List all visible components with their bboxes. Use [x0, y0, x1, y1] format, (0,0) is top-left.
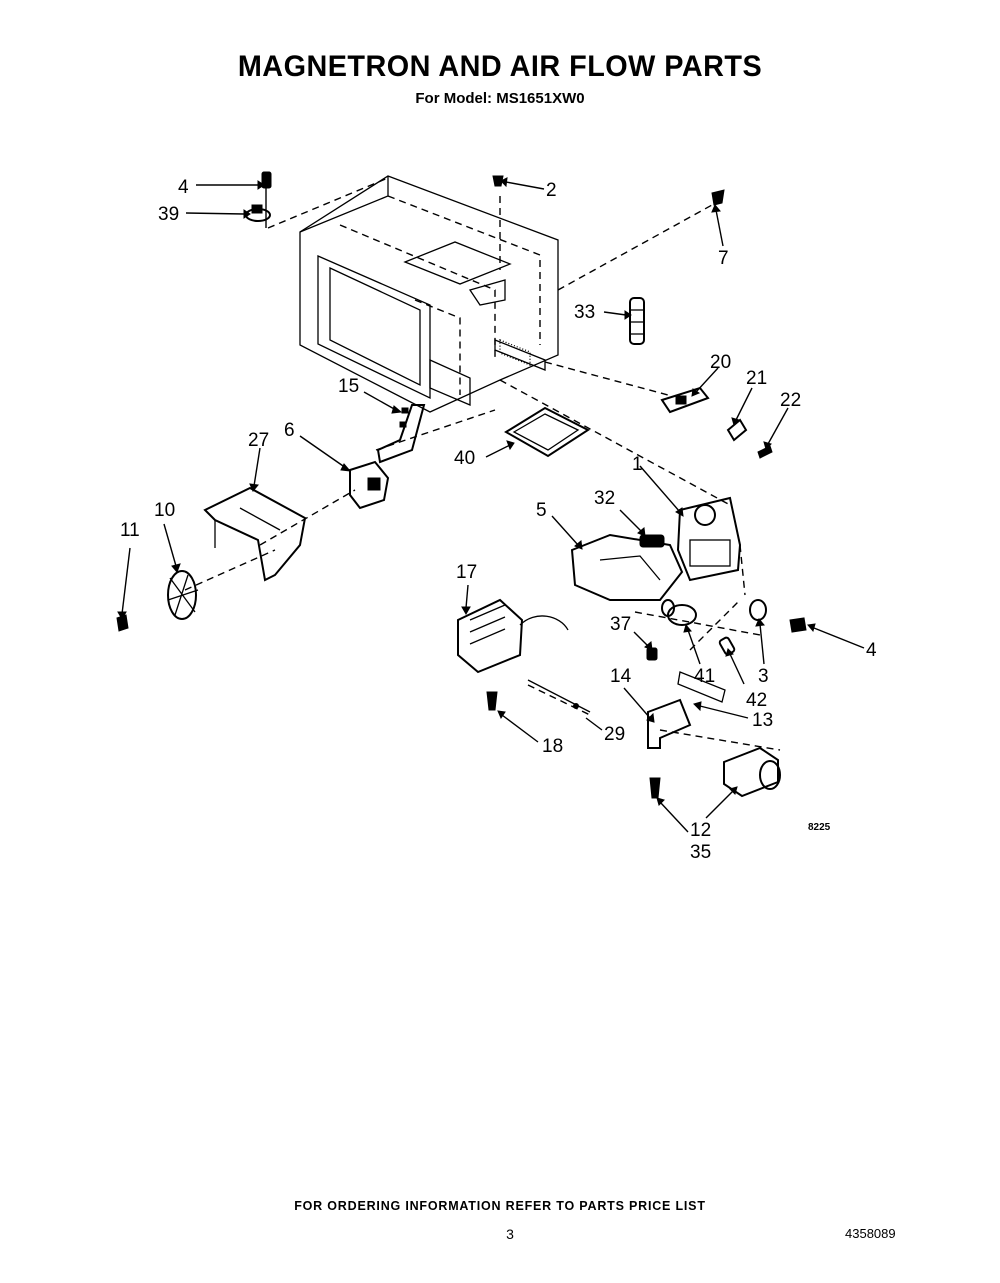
capacitor-12: [723, 746, 781, 798]
screw-2: [492, 175, 504, 187]
callout-10: 10: [154, 500, 175, 521]
callout-33: 33: [574, 302, 595, 323]
air-duct-40: [504, 406, 590, 458]
fuse-holder-13: [677, 671, 726, 703]
transformer-17: [457, 598, 569, 674]
page-title: MAGNETRON AND AIR FLOW PARTS: [237, 50, 763, 83]
callout-17: 17: [456, 562, 477, 583]
callout-5: 5: [536, 500, 547, 521]
oven-cavity-assembly: [299, 175, 559, 413]
callout-29: 29: [604, 724, 625, 745]
callout-15: 15: [338, 376, 359, 397]
callout-18: 18: [542, 736, 563, 757]
diode-3: [749, 599, 767, 621]
callout-42: 42: [746, 690, 767, 711]
model-subtitle: For Model: MS1651XW0: [415, 90, 585, 107]
callout-22: 22: [780, 390, 801, 411]
callout-20: 20: [710, 352, 731, 373]
screw-7: [711, 189, 725, 206]
callout-labels: 4 39 2 7 33 20 21 22 15 27 6 40 1 11 10 …: [120, 177, 877, 863]
alignment-lines: [184, 177, 781, 751]
switch-20: [660, 386, 710, 414]
screw-35: [649, 777, 661, 799]
bracket-15: [376, 404, 426, 464]
callout-37: 37: [610, 614, 631, 635]
callout-4-top: 4: [178, 177, 189, 198]
callout-13: 13: [752, 710, 773, 731]
magnetron-1: [676, 496, 742, 582]
callout-12: 12: [690, 820, 711, 841]
screw-4-right: [789, 617, 807, 633]
page-number: 3: [506, 1226, 514, 1242]
ferrite-filter-33: [629, 297, 645, 345]
bracket-14: [647, 698, 692, 749]
leader-lines: [117, 177, 865, 833]
callout-2: 2: [546, 180, 557, 201]
callout-21: 21: [746, 368, 767, 389]
fan-housing-27: [203, 486, 307, 582]
screw-4-top: [261, 171, 272, 228]
callout-27: 27: [248, 430, 269, 451]
fan-motor-6: [349, 460, 390, 510]
callout-32: 32: [594, 488, 615, 509]
callout-3: 3: [758, 666, 769, 687]
ordering-info-note: FOR ORDERING INFORMATION REFER TO PARTS …: [294, 1199, 706, 1213]
callout-11: 11: [120, 520, 140, 541]
callout-40: 40: [454, 448, 475, 469]
wire-29: [527, 679, 591, 713]
callout-41: 41: [694, 666, 715, 687]
illustration-code: 8225: [808, 822, 831, 833]
bracket-21: [726, 418, 748, 442]
callout-1: 1: [632, 454, 643, 475]
document-number: 4358089: [845, 1226, 896, 1241]
fan-blade-10: [167, 570, 199, 620]
callout-7: 7: [718, 248, 729, 269]
callout-39: 39: [158, 204, 179, 225]
screw-18: [486, 691, 498, 711]
cavity-vent-perforations: [499, 339, 531, 366]
air-guide-5: [570, 533, 684, 601]
callout-14: 14: [610, 666, 632, 687]
thermistor-41: [661, 599, 697, 626]
screw-22: [757, 445, 773, 459]
callout-4-right: 4: [866, 640, 877, 661]
callout-6: 6: [284, 420, 295, 441]
callout-35: 35: [690, 842, 711, 863]
